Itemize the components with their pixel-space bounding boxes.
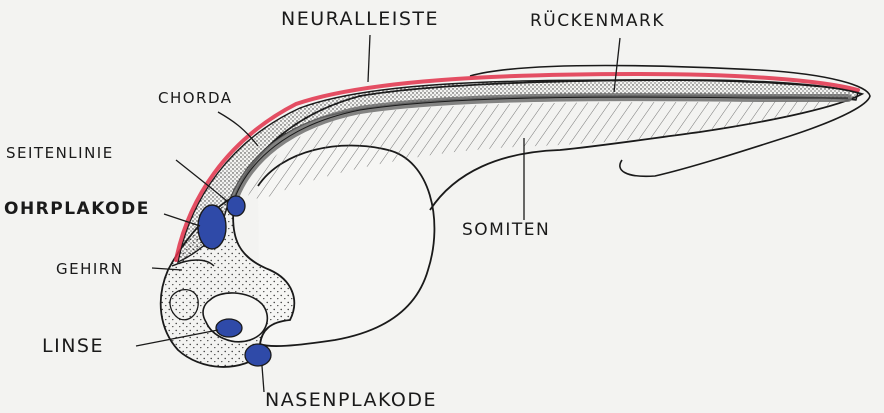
label-linse: LINSE <box>42 337 104 356</box>
label-seitenlinie: SEITENLINIE <box>6 146 114 161</box>
label-chorda: CHORDA <box>158 91 233 106</box>
label-somiten: SOMITEN <box>462 222 550 239</box>
otic-placode <box>198 205 226 249</box>
leader-neuralleiste <box>368 35 370 82</box>
lateral-line-placode <box>227 196 245 216</box>
label-ohrplakode: OHRPLAKODE <box>4 201 150 218</box>
label-neuralleiste: NEURALLEISTE <box>281 10 439 29</box>
label-rueckenmark: RÜCKENMARK <box>530 13 665 30</box>
nasal-placode <box>245 344 271 366</box>
leader-nasenplakode <box>262 366 264 392</box>
lens <box>216 319 242 337</box>
label-gehirn: GEHIRN <box>56 262 123 277</box>
label-nasenplakode: NASENPLAKODE <box>265 391 437 410</box>
